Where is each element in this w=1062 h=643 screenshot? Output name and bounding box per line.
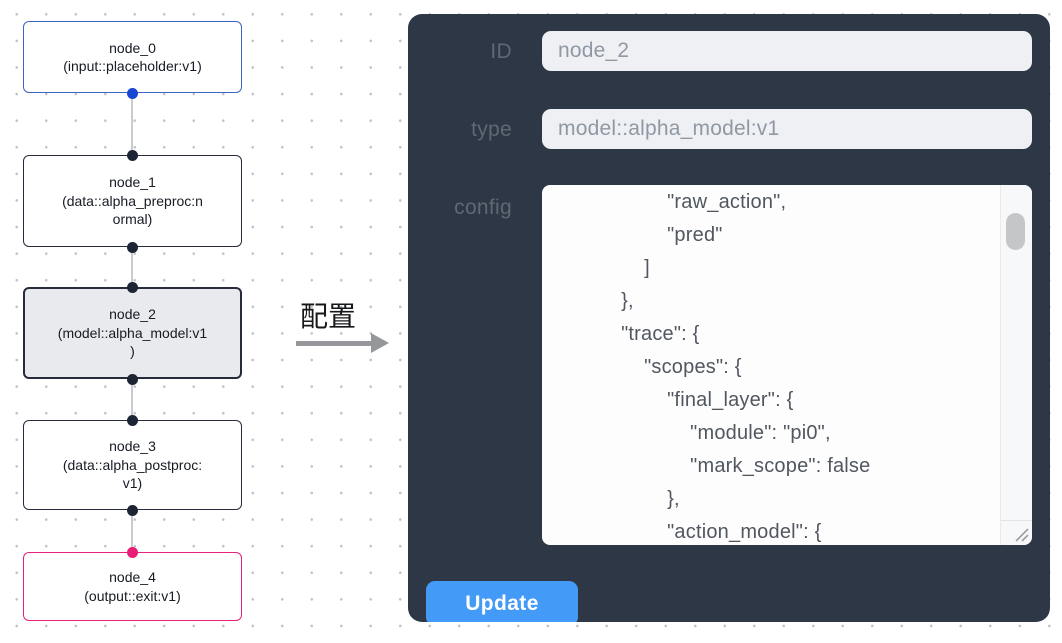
node_2-output-port[interactable] xyxy=(126,373,138,385)
node-type: ormal) xyxy=(112,211,153,228)
node_2-input-port[interactable] xyxy=(126,281,138,293)
node-type: v1) xyxy=(122,475,143,492)
node_4-input-port[interactable] xyxy=(126,546,138,558)
right-arrow-head-icon xyxy=(371,333,389,353)
edge-node3-node4 xyxy=(131,510,133,552)
node-type: (input::placeholder:v1) xyxy=(63,58,202,74)
node_3-output-port[interactable] xyxy=(126,504,138,516)
node-title: node_1 xyxy=(109,174,156,191)
resize-handle-icon[interactable] xyxy=(1012,525,1030,543)
node-title: node_3 xyxy=(109,438,156,455)
node-node_2-selected[interactable]: node_2 (model::alpha_model:v1 ) xyxy=(23,287,242,379)
config-scrollbar-thumb[interactable] xyxy=(1006,213,1025,250)
node-title: node_2 xyxy=(109,306,156,323)
id-input[interactable] xyxy=(542,31,1032,71)
node-node_1[interactable]: node_1 (data::alpha_preproc:n ormal) xyxy=(23,155,242,247)
node-type: (output::exit:v1) xyxy=(84,587,181,604)
node-type: ) xyxy=(130,343,135,360)
type-input[interactable] xyxy=(542,109,1032,149)
right-arrow-icon xyxy=(296,341,372,346)
type-field-label: type xyxy=(471,118,512,141)
node-node_4[interactable]: node_4 (output::exit:v1) xyxy=(23,552,242,621)
node-type: (data::alpha_postproc: xyxy=(62,456,203,473)
node-config-panel: ID type config "raw_action", "pred" ] },… xyxy=(408,14,1050,622)
scrollbar-track-divider xyxy=(1001,520,1032,521)
config-scrollbar-track[interactable] xyxy=(1000,185,1032,545)
config-field-label: config xyxy=(454,196,512,219)
node-node_3[interactable]: node_3 (data::alpha_postproc: v1) xyxy=(23,420,242,510)
update-button[interactable]: Update xyxy=(426,581,578,622)
node-type: (model::alpha_model:v1 xyxy=(57,324,208,341)
node_0-output-port[interactable] xyxy=(126,87,138,99)
node-title: node_4 xyxy=(109,569,156,585)
node-node_0[interactable]: node_0 (input::placeholder:v1) xyxy=(23,21,242,93)
edge-node0-node1 xyxy=(131,93,133,155)
id-field-label: ID xyxy=(490,40,512,63)
node_3-input-port[interactable] xyxy=(126,414,138,426)
node_1-output-port[interactable] xyxy=(126,241,138,253)
edge-node1-node2 xyxy=(131,247,133,287)
edge-node2-node3 xyxy=(131,379,133,420)
node-title: node_0 xyxy=(109,39,156,56)
config-json-text: "raw_action", "pred" ] }, "trace": { "sc… xyxy=(621,191,871,543)
config-textarea[interactable]: "raw_action", "pred" ] }, "trace": { "sc… xyxy=(542,185,1032,545)
node_1-input-port[interactable] xyxy=(126,149,138,161)
node-type: (data::alpha_preproc:n xyxy=(62,192,203,209)
configure-label: 配置 xyxy=(299,301,356,332)
